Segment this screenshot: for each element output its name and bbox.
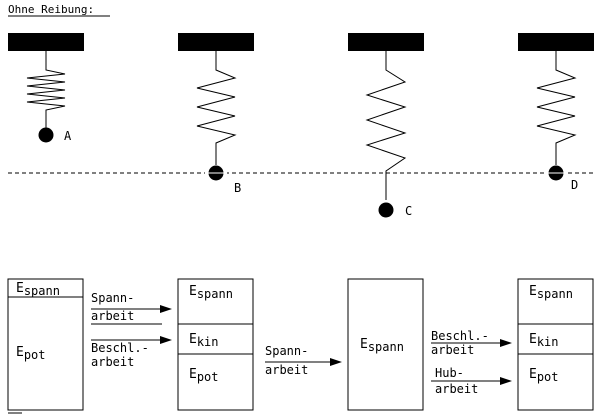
mass-a [38, 127, 54, 143]
arrow-2-label-2: arbeit [91, 355, 134, 369]
box-b-ekin: Ekin [189, 332, 219, 349]
arrow-3-label-2: arbeit [265, 363, 308, 377]
spring-b [196, 51, 237, 165]
arrow-1-label-2: arbeit [91, 309, 134, 323]
label-b: B [234, 181, 241, 195]
arrow-5-head [500, 377, 512, 385]
arrow-5-label-2: arbeit [435, 382, 478, 396]
arrow-1-head [160, 305, 172, 313]
spring-a [26, 51, 66, 128]
arrow-2-label-1: Beschl.- [91, 341, 149, 355]
label-a: A [64, 129, 72, 143]
energy-box-b [177, 278, 254, 411]
spring-d [536, 51, 577, 165]
mass-c [378, 202, 394, 218]
arrow-4-head [500, 339, 512, 347]
arrow-4-label-1: Beschl.- [431, 329, 489, 343]
arrow-5-label-1: Hub- [435, 366, 464, 380]
energy-box-c [347, 278, 424, 411]
arrow-1-label-1: Spann- [91, 291, 134, 305]
box-c-espann: Espann [360, 337, 404, 354]
spring-c [365, 51, 407, 200]
ceiling-block-d [518, 33, 594, 51]
label-c: C [405, 204, 412, 218]
ceiling-block-a [8, 33, 84, 51]
title: Ohne Reibung: [8, 3, 94, 16]
ceiling-block-c [348, 33, 424, 51]
box-b-epot: Epot [189, 367, 219, 384]
arrow-4-label-2: arbeit [431, 343, 474, 357]
arrow-3-head [330, 358, 342, 366]
energy-box-d [517, 278, 594, 411]
box-d-epot: Epot [529, 367, 559, 384]
box-a-epot: Epot [16, 345, 46, 362]
arrow-2-head [160, 336, 172, 344]
label-d: D [571, 178, 578, 192]
ceiling-block-b [178, 33, 254, 51]
box-d-ekin: Ekin [529, 332, 559, 349]
box-b-espann: Espann [189, 284, 233, 301]
arrow-3-label-1: Spann- [265, 344, 308, 358]
energy-box-a [7, 278, 84, 411]
box-a-espann: Espann [16, 281, 60, 298]
box-d-espann: Espann [529, 284, 573, 301]
